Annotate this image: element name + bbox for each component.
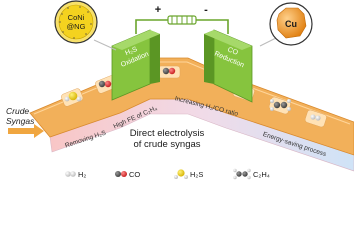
center-title: Direct electrolysis of crude syngas [117, 128, 217, 150]
co-molecule-icon [115, 171, 127, 177]
h2-molecule-on-belt-right [310, 114, 321, 121]
left-tower-line1: H₂S [124, 46, 138, 57]
inlet-label-line2: Syngas [6, 116, 35, 126]
left-electrode-tower [111, 29, 160, 101]
legend-label-h2: H₂ [78, 170, 86, 179]
h2-molecule-icon [65, 171, 76, 177]
center-title-line1: Direct electrolysis [129, 128, 205, 139]
c2h4-molecule-icon [233, 168, 251, 180]
inlet-label-line1: Crude [6, 106, 30, 116]
external-circuit [135, 15, 229, 34]
right-tower-line1: CO [226, 46, 239, 57]
left-catalyst-line1: CoNi [68, 13, 85, 22]
diagram-canvas: CoNi @NG Cu + - H₂S Oxidation CO Reducti… [8, 0, 354, 180]
left-catalyst-line2: @NG [67, 22, 86, 31]
coni-ng-catalyst [54, 0, 117, 51]
syngas-electrolysis-diagram: CoNi @NG Cu + - H₂S Oxidation CO Reducti… [6, 0, 354, 180]
inlet-arrow [8, 124, 44, 138]
h2s-molecule-icon [174, 169, 188, 179]
legend-label-c2h4: C₂H₄ [253, 170, 270, 179]
inlet-label: Crude Syngas [6, 106, 46, 126]
anode-plus-sign: + [155, 4, 161, 16]
right-catalyst-label: Cu [285, 19, 297, 29]
cathode-minus-sign: - [204, 4, 208, 16]
legend-label-h2s: H₂S [190, 170, 203, 179]
center-title-line2: of crude syngas [133, 139, 201, 150]
co-molecule-on-belt [98, 80, 112, 88]
c2h4-molecule-on-belt [270, 99, 291, 111]
h2s-molecule-on-belt [64, 91, 82, 102]
legend-label-co: CO [129, 170, 140, 179]
right-electrode-tower [204, 29, 253, 103]
cu-catalyst [259, 2, 313, 47]
co-molecule-on-belt-center [162, 67, 176, 75]
